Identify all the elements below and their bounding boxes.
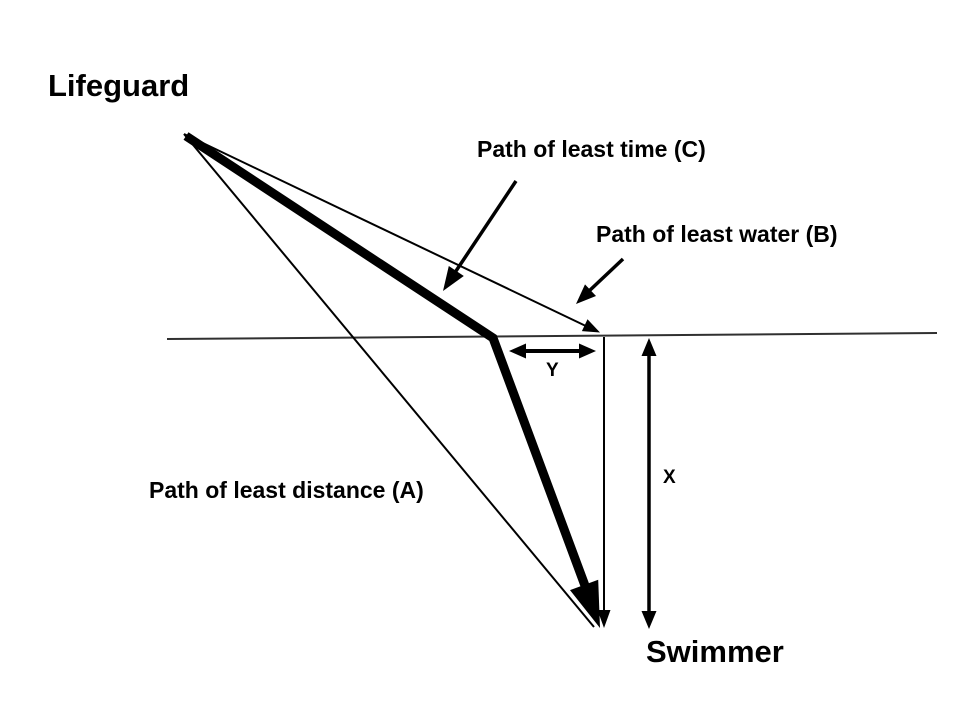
y-offset-label: Y (546, 360, 559, 381)
y-dimension-right-arrowhead (579, 343, 596, 359)
path-c-thick-line (183, 132, 592, 593)
shoreline-line (166, 332, 938, 340)
path-least-time-label: Path of least time (C) (477, 136, 706, 162)
path-b-surface-line (183, 133, 590, 329)
path-least-water-label: Path of least water (B) (596, 221, 838, 247)
path-b-vertical-arrowhead (597, 610, 611, 628)
x-offset-label: X (663, 467, 676, 488)
x-dimension-top-arrowhead (641, 338, 657, 356)
path-a-line (183, 133, 595, 628)
swimmer-label: Swimmer (646, 634, 784, 669)
lifeguard-label: Lifeguard (48, 68, 190, 103)
y-dimension-left-arrowhead (509, 343, 526, 359)
annotation-arrow-b-line (586, 257, 625, 294)
path-c-arrowhead (570, 579, 600, 628)
annotation-arrow-c-line (448, 180, 518, 281)
x-dimension-bottom-arrowhead (641, 611, 657, 629)
path-least-distance-label: Path of least distance (A) (149, 477, 424, 503)
annotation-arrow-c-head (443, 266, 464, 291)
annotation-arrow-b-head (576, 284, 596, 304)
path-b-surface-arrowhead (581, 319, 600, 333)
